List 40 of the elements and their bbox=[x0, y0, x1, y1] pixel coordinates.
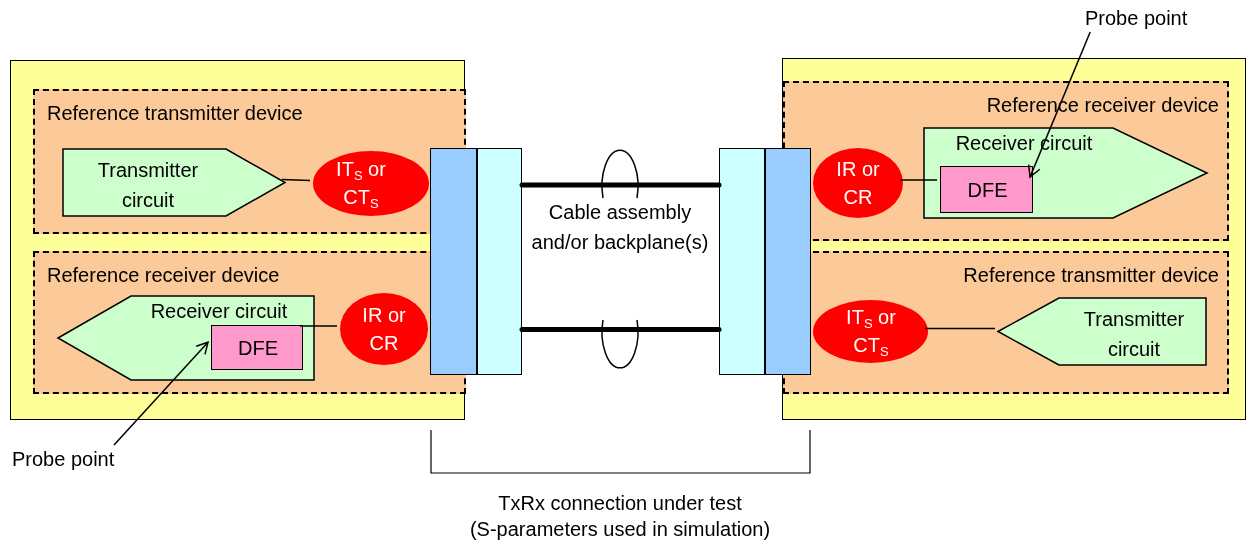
connector-bar bbox=[477, 148, 522, 375]
enclosure-panel bbox=[10, 60, 465, 420]
cable-line bbox=[519, 182, 722, 188]
caption-text: TxRx connection under test bbox=[497, 491, 743, 516]
probe-point-label: Probe point bbox=[1085, 6, 1189, 31]
cable-line bbox=[519, 327, 722, 333]
interface-label: IR or CR bbox=[835, 157, 881, 210]
device-box bbox=[783, 251, 1229, 394]
circuit-pentagon bbox=[924, 128, 1207, 218]
circuit-label: Transmitter circuit bbox=[96, 158, 200, 213]
device-title: Reference transmitter device bbox=[47, 101, 304, 126]
circuit-label: Receiver circuit bbox=[149, 299, 289, 324]
enclosure-panel bbox=[782, 58, 1246, 420]
circuit-pentagon bbox=[998, 298, 1206, 365]
cable-label: Cable assembly and/or backplane(s) bbox=[530, 200, 710, 255]
circuit-label: Transmitter circuit bbox=[1082, 307, 1186, 362]
interface-label: IR or CR bbox=[361, 303, 407, 356]
probe-point-label: Probe point bbox=[12, 447, 116, 472]
connector-bar bbox=[430, 148, 477, 375]
interface-label: IT$_{S}$ or CT$_{S}$ bbox=[845, 305, 897, 359]
interface-label: IT$_{S}$ or CT$_{S}$ bbox=[335, 157, 387, 211]
connection-line bbox=[281, 178, 311, 182]
connection-line bbox=[924, 327, 996, 330]
connector-bar bbox=[765, 148, 811, 375]
device-box bbox=[783, 81, 1229, 241]
connection-line bbox=[899, 179, 938, 181]
circuit-pentagon bbox=[58, 296, 314, 380]
device-title: Reference transmitter device bbox=[962, 263, 1219, 288]
caption-text: (S-parameters used in simulation) bbox=[468, 517, 772, 542]
device-box bbox=[33, 251, 466, 394]
leader-arrow bbox=[113, 341, 209, 446]
device-box bbox=[33, 89, 466, 234]
dfe-box bbox=[211, 325, 303, 370]
dfe-label: DFE bbox=[966, 178, 1009, 203]
connector-bar bbox=[719, 148, 765, 375]
circuit-pentagon bbox=[63, 149, 285, 216]
device-title: Reference receiver device bbox=[47, 263, 281, 288]
dfe-label: DFE bbox=[237, 336, 279, 361]
dfe-box bbox=[940, 166, 1033, 213]
connection-line bbox=[299, 325, 338, 327]
